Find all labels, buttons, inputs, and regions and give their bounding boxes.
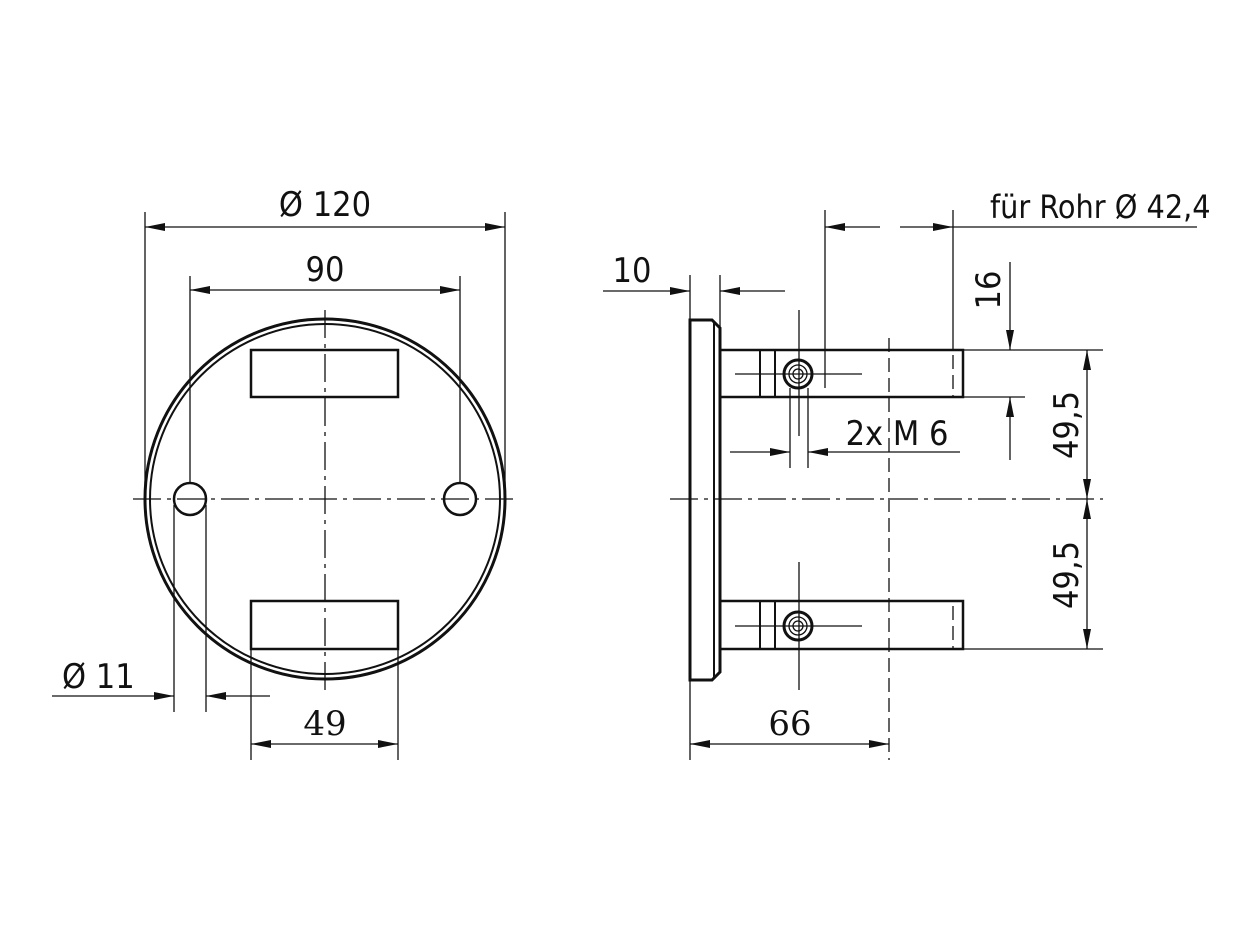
front-view: Ø 120 90 Ø 11 49 <box>52 185 517 760</box>
dim-plate-thickness: 10 <box>613 251 652 291</box>
dim-offset-top: 49,5 <box>1047 391 1087 459</box>
dim-hole-diameter: Ø 11 <box>62 657 135 697</box>
arm-bottom <box>718 599 965 651</box>
dim-screw: 2x M 6 <box>846 414 949 454</box>
dim-outer-diameter: Ø 120 <box>279 185 371 225</box>
dim-arm-height: 16 <box>969 271 1009 310</box>
dim-slot-width: 49 <box>303 704 346 744</box>
dim-hole-spacing: 90 <box>306 250 345 290</box>
base-plate-side <box>688 318 722 682</box>
dim-tube: für Rohr Ø 42,4 <box>990 188 1211 226</box>
side-view: 10 für Rohr Ø 42,4 16 49,5 49,5 2x M 6 6… <box>603 188 1211 760</box>
slot-top <box>249 348 400 399</box>
dim-offset-bottom: 49,5 <box>1047 541 1087 609</box>
arm-top <box>718 348 965 399</box>
dim-depth: 66 <box>768 704 811 744</box>
